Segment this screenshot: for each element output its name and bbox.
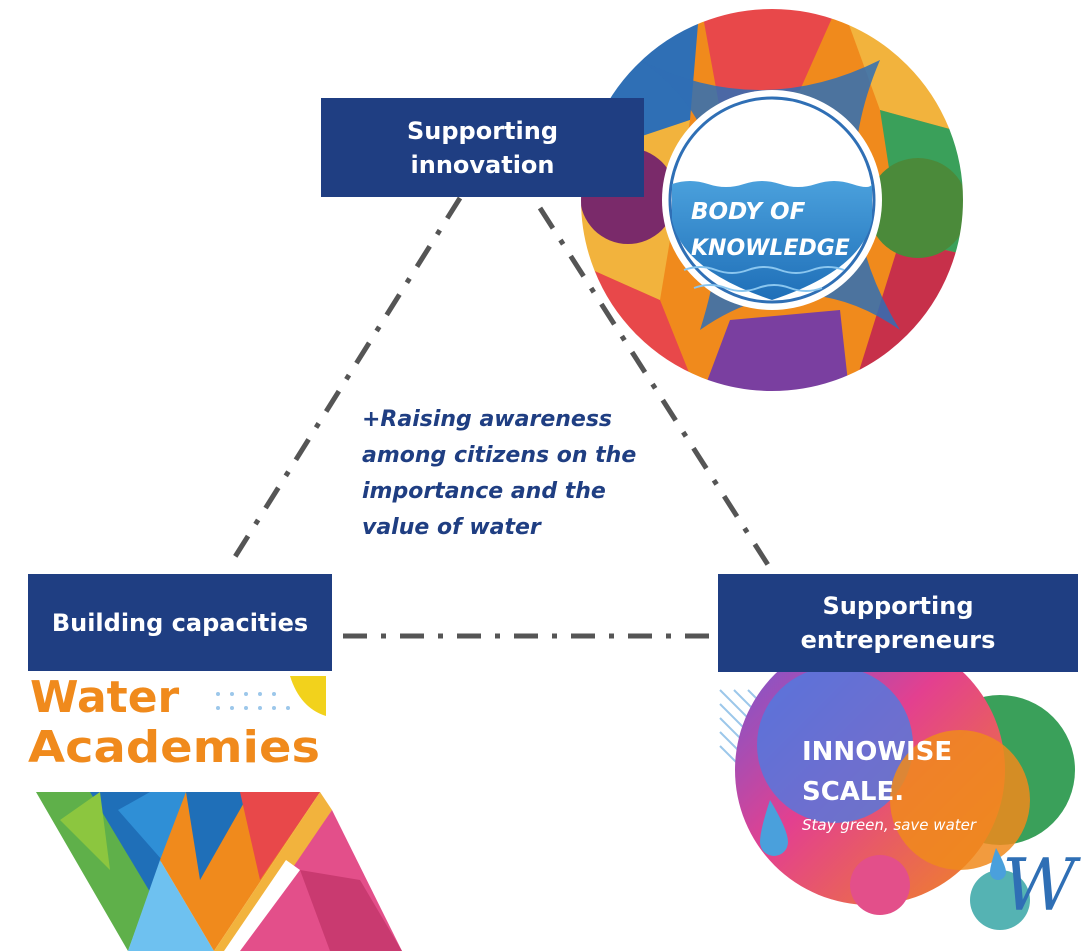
- water-academies-w-graphic: [36, 792, 402, 951]
- body-of-knowledge-line1: BODY OF: [691, 199, 806, 225]
- node-building-capacities: Building capacities: [28, 574, 332, 671]
- awareness-line4: value of water: [362, 515, 541, 540]
- water-academies-dots: [216, 676, 326, 716]
- awareness-line2: among citizens on the: [362, 443, 637, 468]
- node-innovation-line1: Supporting: [406, 116, 559, 145]
- node-innovation-line2: innovation: [410, 150, 555, 179]
- water-academies-line1: Water: [30, 672, 180, 723]
- innowise-tagline: Stay green, save water: [802, 816, 977, 834]
- water-academies-line2: Academies: [28, 722, 320, 773]
- awareness-text: +Raising awareness among citizens on the…: [362, 402, 672, 546]
- awareness-line3: importance and the: [362, 479, 606, 504]
- node-supporting-entrepreneurs: Supporting entrepreneurs: [718, 574, 1078, 672]
- node-entrepreneurs-line2: entrepreneurs: [800, 626, 996, 654]
- connector-left: [225, 196, 463, 570]
- node-entrepreneurs-line1: Supporting: [822, 592, 974, 620]
- innowise-title-line2: SCALE.: [802, 777, 904, 807]
- awareness-line1: +Raising awareness: [362, 407, 613, 432]
- innowise-w-mark: W: [1002, 843, 1081, 927]
- body-of-knowledge-line2: KNOWLEDGE: [691, 236, 850, 261]
- innowise-title-line1: INNOWISE: [802, 737, 952, 767]
- innowise-logo-graphic: [719, 635, 1075, 930]
- node-capacities-label: Building capacities: [51, 608, 309, 637]
- node-supporting-innovation: Supporting innovation: [321, 98, 644, 197]
- connector-right: [537, 206, 773, 570]
- connector-lines: [225, 196, 773, 639]
